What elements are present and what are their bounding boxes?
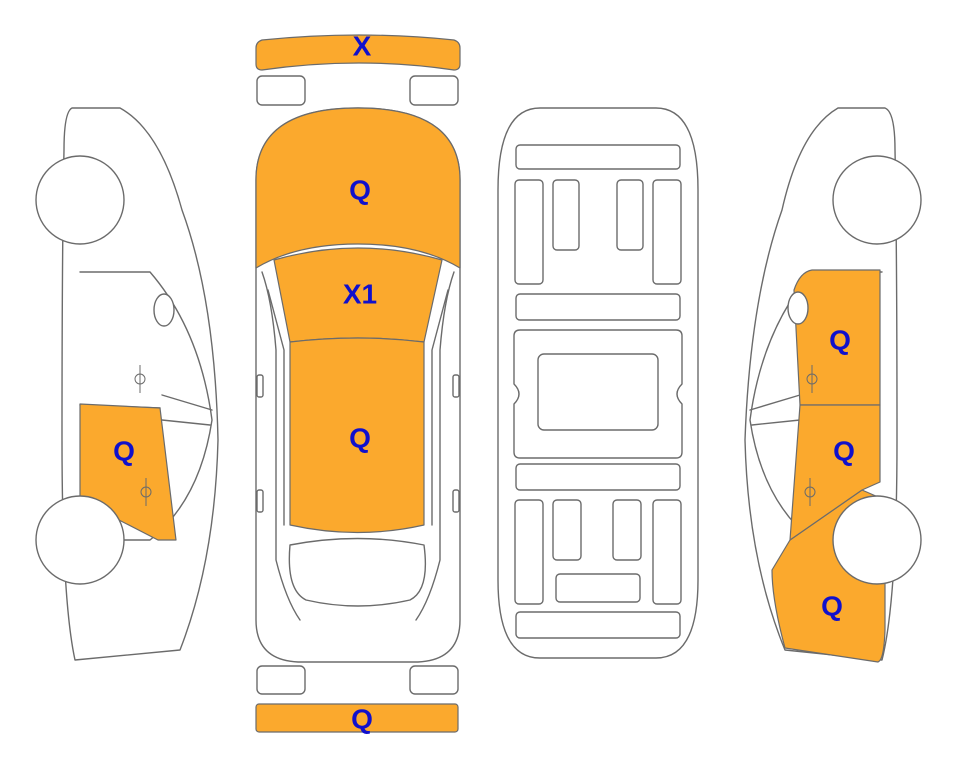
- right-pillar-line-inner: [431, 289, 449, 526]
- right-rear-quarter-mark: Q: [821, 591, 843, 622]
- right-rear-door-handle-icon: [804, 478, 816, 506]
- windshield-mark: X1: [343, 279, 377, 310]
- left-front-wheel: [35, 155, 125, 245]
- rear-bumper-mark: Q: [351, 704, 373, 735]
- left-rear-wheel: [35, 495, 125, 585]
- left-headlight: [256, 75, 306, 106]
- underbody-front-mount-right: [616, 179, 644, 251]
- left-front-door-handle-icon: [134, 365, 146, 393]
- right-rear-door-mark: Q: [833, 436, 855, 467]
- top-right-mirror: [452, 374, 460, 398]
- left-side-view: Q: [35, 107, 219, 661]
- right-rear-wheel: [832, 495, 922, 585]
- left-pillar-line: [261, 271, 301, 621]
- right-front-door-mark: Q: [829, 325, 851, 356]
- underbody-view: [497, 107, 699, 659]
- underbody-rear-crossmember: [515, 611, 681, 639]
- front-bumper-mark: X: [353, 31, 372, 62]
- hood-mark: Q: [349, 175, 371, 206]
- right-taillight: [409, 665, 459, 695]
- right-mirror: [787, 291, 809, 325]
- right-side-beltline: [749, 394, 801, 411]
- underbody-front-rail-right: [652, 179, 682, 285]
- left-pillar-line-inner: [267, 289, 285, 526]
- right-headlight: [409, 75, 459, 106]
- underbody-front-rail-left: [514, 179, 544, 285]
- underbody-rear-rail-left: [514, 499, 544, 605]
- right-pillar-line: [415, 271, 455, 621]
- underbody-front-mount-left: [552, 179, 580, 251]
- underbody-front-crossmember: [515, 144, 681, 170]
- top-left-mirror: [256, 374, 264, 398]
- roof-panel: [289, 337, 425, 534]
- top-view: X Q X1 Q Q: [255, 31, 461, 735]
- underbody-rear-mount-left: [552, 499, 582, 561]
- right-side-beltline-2: [751, 419, 801, 426]
- left-taillight: [256, 665, 306, 695]
- left-side-beltline-2: [161, 419, 211, 426]
- underbody-rear-mount-right: [612, 499, 642, 561]
- front-bumper-panel: [255, 34, 461, 71]
- rear-bumper-panel: [255, 703, 459, 733]
- top-left-mirror-2: [256, 489, 264, 513]
- underbody-tank: [555, 573, 641, 603]
- hood-panel: [255, 107, 461, 269]
- right-rear-door-panel: [789, 404, 881, 541]
- top-right-mirror-2: [452, 489, 460, 513]
- right-front-door-handle-icon: [806, 365, 818, 393]
- right-side-view: Q Q Q: [744, 107, 922, 663]
- underbody-center-panel: [537, 353, 659, 431]
- underbody-mid-crossmember-2: [515, 463, 681, 491]
- left-mirror: [153, 293, 175, 327]
- underbody-mid-crossmember-1: [515, 293, 681, 321]
- left-rear-door-handle-icon: [140, 478, 152, 506]
- underbody-rear-rail-right: [652, 499, 682, 605]
- rear-window: [288, 537, 427, 607]
- left-side-beltline: [161, 394, 213, 411]
- right-front-wheel: [832, 155, 922, 245]
- left-rear-door-mark: Q: [113, 436, 135, 467]
- roof-mark: Q: [349, 423, 371, 454]
